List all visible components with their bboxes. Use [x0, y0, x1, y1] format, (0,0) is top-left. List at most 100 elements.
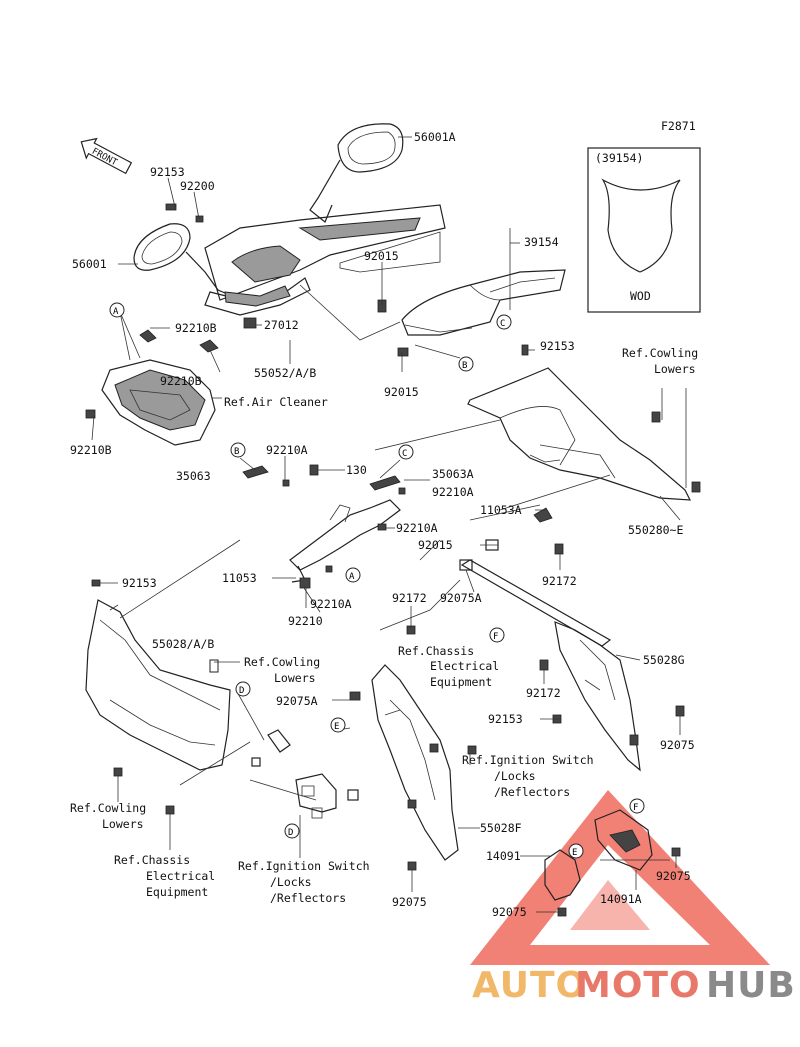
- label-92075-d: 92075: [656, 869, 691, 883]
- grommet-92075A-a: [349, 691, 361, 701]
- label-ref-cowling-1a: Ref.Cowling: [622, 346, 698, 360]
- label-35063A: 35063A: [432, 467, 474, 481]
- grommet-ref-a: [651, 411, 661, 423]
- windshield-39154: [401, 269, 566, 336]
- label-55028F: 55028F: [480, 821, 522, 835]
- ignition-bracket: [295, 773, 337, 819]
- svg-text:D: D: [239, 686, 244, 696]
- label-92075-b: 92075: [392, 895, 427, 909]
- inset-code: (39154): [595, 151, 643, 165]
- label-39154: 39154: [524, 235, 559, 249]
- label-92153-a: 92153: [150, 165, 185, 179]
- callout-B-2: B: [458, 356, 474, 372]
- callout-A-2: A: [345, 567, 361, 583]
- label-ref-ignition-2b: /Locks: [270, 875, 312, 889]
- mirror-right: [309, 123, 404, 223]
- watermark-logo: [470, 790, 770, 965]
- label-ref-chassis-2c: Equipment: [146, 885, 208, 899]
- bracket-14091: [544, 809, 653, 901]
- svg-text:D: D: [288, 828, 293, 838]
- callout-B-1: B: [230, 442, 246, 458]
- screw-92153-c: [91, 579, 101, 587]
- label-14091: 14091: [486, 849, 521, 863]
- label-ref-ignition-1a: Ref.Ignition Switch: [462, 753, 594, 767]
- label-55028G: 55028G: [643, 653, 685, 667]
- label-ref-ignition-2a: Ref.Ignition Switch: [238, 859, 370, 873]
- label-92210A-a: 92210A: [266, 443, 308, 457]
- inner-panel-55052: [204, 204, 446, 316]
- label-ref-ignition-1b: /Locks: [494, 769, 536, 783]
- svg-text:F: F: [633, 803, 638, 813]
- label-ref-cowling-2b: Lowers: [274, 671, 316, 685]
- label-ref-chassis-2b: Electrical: [146, 869, 215, 883]
- label-92015-c: 92015: [418, 538, 453, 552]
- bracket-d: [267, 729, 291, 753]
- label-92210A-c: 92210A: [396, 521, 438, 535]
- label-130: 130: [346, 463, 367, 477]
- grommet-92075-a: [675, 705, 685, 717]
- callout-C-2: C: [398, 444, 414, 460]
- inner-panel-55028F: [371, 664, 459, 861]
- label-92172-a: 92172: [542, 574, 577, 588]
- callout-A-1: A: [109, 302, 125, 318]
- label-92210A-d: 92210A: [310, 597, 352, 611]
- label-92172-b: 92172: [392, 591, 427, 605]
- label-35063: 35063: [176, 469, 211, 483]
- label-92075-c: 92075: [492, 905, 527, 919]
- label-ref-chassis-1c: Equipment: [430, 675, 492, 689]
- svg-text:B: B: [462, 361, 467, 371]
- svg-text:A: A: [349, 572, 355, 582]
- mirror-left: [133, 223, 233, 297]
- front-arrow-icon: FRONT: [80, 137, 133, 175]
- grommet-92075-b: [407, 861, 417, 871]
- label-92210B-b: 92210B: [160, 374, 202, 388]
- svg-text:C: C: [500, 319, 505, 329]
- svg-text:B: B: [234, 447, 239, 457]
- svg-text:F: F: [493, 632, 498, 642]
- label-92210B-c: 92210B: [70, 443, 112, 457]
- label-92015-b: 92015: [384, 385, 419, 399]
- label-92210B-a: 92210B: [175, 321, 217, 335]
- label-11053A: 11053A: [480, 503, 522, 517]
- label-27012: 27012: [264, 318, 299, 332]
- label-56001: 56001: [72, 257, 107, 271]
- svg-text:E: E: [334, 722, 339, 732]
- upper-cowling-55028E: [467, 367, 692, 501]
- label-11053: 11053: [222, 571, 257, 585]
- part-labels: 56001A 92153 92200 56001 39154 92015 270…: [70, 130, 698, 919]
- callout-E-1: E: [330, 717, 346, 733]
- grommet-ref-c: [209, 659, 219, 673]
- label-92200: 92200: [180, 179, 215, 193]
- label-92075A-a: 92075A: [440, 591, 482, 605]
- label-ref-ignition-2c: /Reflectors: [270, 891, 346, 905]
- svg-text:A: A: [113, 307, 119, 317]
- side-cowling-55028G: [554, 621, 641, 772]
- watermark-auto: AUTO: [472, 965, 587, 1006]
- watermark-moto: MOTO: [575, 965, 701, 1006]
- label-ref-ignition-1c: /Reflectors: [494, 785, 570, 799]
- callout-C-1: C: [496, 314, 512, 330]
- front-label: FRONT: [90, 147, 119, 169]
- label-92210: 92210: [288, 614, 323, 628]
- screw-92153-top: [165, 203, 177, 211]
- inset-note: WOD: [630, 289, 651, 303]
- callout-F-2: F: [629, 798, 645, 814]
- label-92210A-b: 92210A: [432, 485, 474, 499]
- group-boundaries: [119, 231, 670, 861]
- callout-F-1: F: [489, 627, 505, 643]
- label-92153-d: 92153: [488, 712, 523, 726]
- grommet-ref-b: [691, 481, 701, 493]
- label-92172-c: 92172: [526, 686, 561, 700]
- label-55028E: 550280~E: [628, 523, 683, 537]
- label-92015-a: 92015: [364, 249, 399, 263]
- screw-92153-b: [521, 344, 529, 356]
- label-ref-chassis-2a: Ref.Chassis: [114, 853, 190, 867]
- svg-text:C: C: [402, 449, 407, 459]
- callout-D-1: D: [235, 681, 251, 697]
- label-ref-cowling-2a: Ref.Cowling: [244, 655, 320, 669]
- label-ref-cowling-3b: Lowers: [102, 817, 144, 831]
- grommet-92200: [195, 215, 204, 223]
- screw-92015-b: [397, 347, 409, 357]
- label-ref-air-cleaner: Ref.Air Cleaner: [224, 395, 328, 409]
- grommet-ref-e: [165, 805, 175, 815]
